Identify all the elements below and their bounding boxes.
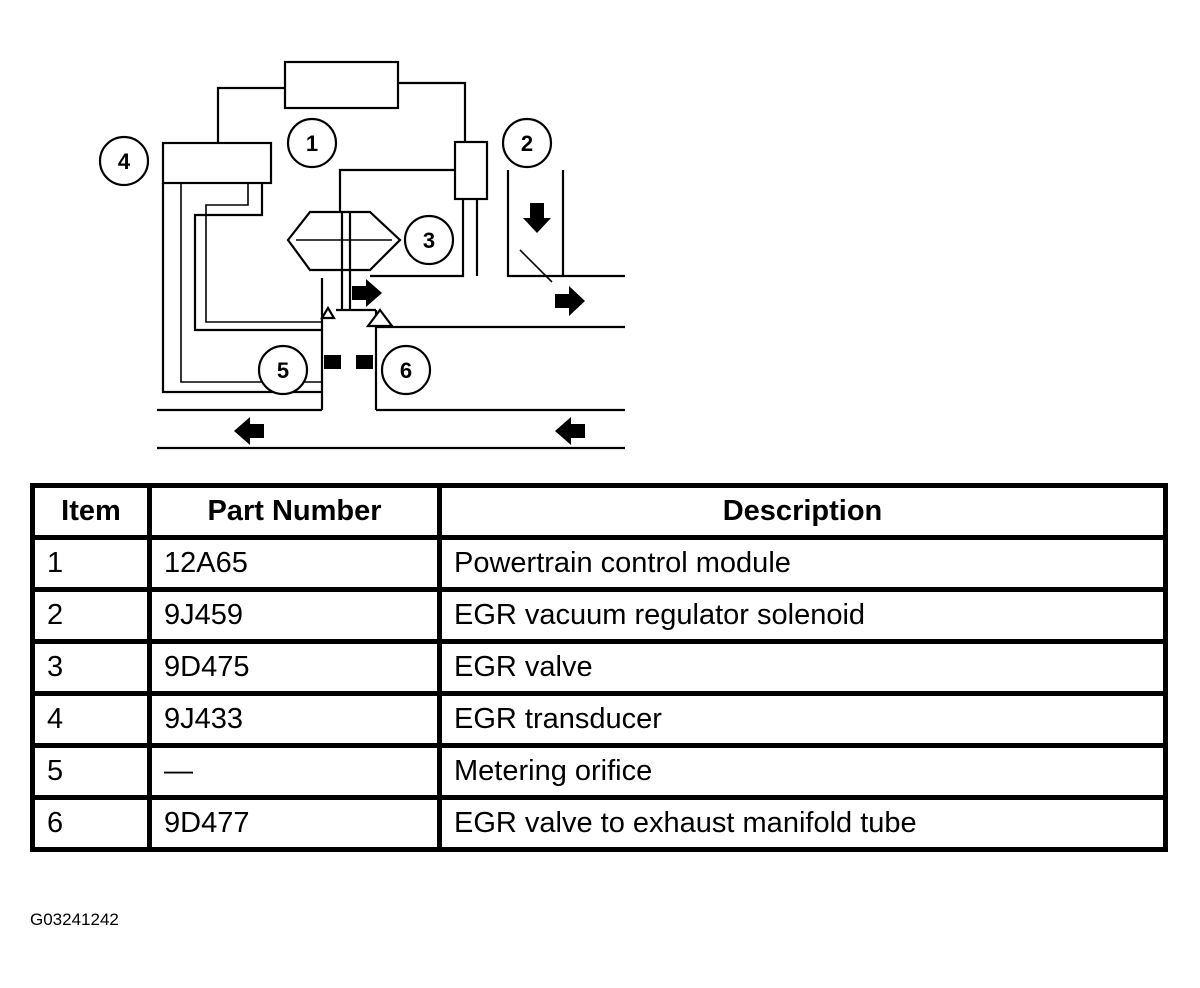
metering-orifice-left bbox=[324, 355, 341, 369]
egr-transducer bbox=[161, 141, 273, 185]
transducer-hose-outer bbox=[161, 183, 322, 394]
item-cell: 5 bbox=[30, 743, 152, 800]
figure-id: G03241242 bbox=[30, 910, 119, 929]
pcm-wire-to-solenoid bbox=[398, 81, 467, 142]
callout-2: 2 bbox=[501, 117, 553, 169]
egr-system-diagram: 1 2 3 4 5 6 bbox=[98, 60, 625, 450]
item-cell: 3 bbox=[30, 639, 152, 696]
intake-flow-arrow-right bbox=[555, 286, 585, 316]
svg-text:4: 4 bbox=[118, 149, 131, 174]
parts-table: Item Part Number Description 1 12A65 Pow… bbox=[30, 483, 1168, 852]
table-row: 5 — Metering orifice bbox=[30, 743, 1168, 800]
column-header-description: Description bbox=[437, 483, 1168, 540]
intake-duct-upper-left bbox=[506, 170, 625, 278]
callout-1: 1 bbox=[286, 117, 338, 169]
description-cell: Metering orifice bbox=[437, 743, 1168, 800]
vacuum-hose-to-valve bbox=[338, 168, 455, 212]
description-cell: EGR vacuum regulator solenoid bbox=[437, 587, 1168, 644]
table-row: 3 9D475 EGR valve bbox=[30, 639, 1168, 696]
egr-valve-diaphragm bbox=[286, 210, 402, 272]
table-row: 2 9J459 EGR vacuum regulator solenoid bbox=[30, 587, 1168, 644]
solenoid-return-line bbox=[370, 199, 465, 278]
pcm-wire-to-transducer bbox=[216, 86, 285, 143]
svg-text:1: 1 bbox=[306, 131, 318, 156]
part-number-cell: 9J433 bbox=[147, 691, 442, 748]
exhaust-flow-arrow-left-2 bbox=[555, 417, 585, 445]
table-header-row: Item Part Number Description bbox=[30, 483, 1168, 540]
callout-6: 6 bbox=[380, 344, 432, 396]
part-number-cell: 9D475 bbox=[147, 639, 442, 696]
intake-flow-arrow-down bbox=[523, 203, 551, 233]
part-number-cell: — bbox=[147, 743, 442, 800]
table-row: 4 9J433 EGR transducer bbox=[30, 691, 1168, 748]
item-cell: 6 bbox=[30, 795, 152, 852]
callout-5: 5 bbox=[257, 344, 309, 396]
callout-4: 4 bbox=[98, 135, 150, 187]
powertrain-control-module bbox=[283, 60, 400, 110]
part-number-cell: 12A65 bbox=[147, 535, 442, 592]
exhaust-flow-arrow-left bbox=[234, 417, 264, 445]
table-row: 1 12A65 Powertrain control module bbox=[30, 535, 1168, 592]
item-cell: 2 bbox=[30, 587, 152, 644]
egr-vacuum-regulator-solenoid bbox=[453, 140, 489, 201]
transducer-hose-outer-inner bbox=[180, 183, 322, 383]
svg-text:6: 6 bbox=[400, 358, 412, 383]
svg-text:5: 5 bbox=[277, 358, 289, 383]
description-cell: EGR valve to exhaust manifold tube bbox=[437, 795, 1168, 852]
part-number-cell: 9D477 bbox=[147, 795, 442, 852]
column-header-part-number: Part Number bbox=[147, 483, 442, 540]
valve-seat-marker-right bbox=[365, 308, 395, 328]
table-row: 6 9D477 EGR valve to exhaust manifold tu… bbox=[30, 795, 1168, 852]
description-cell: EGR transducer bbox=[437, 691, 1168, 748]
description-cell: Powertrain control module bbox=[437, 535, 1168, 592]
description-cell: EGR valve bbox=[437, 639, 1168, 696]
svg-text:3: 3 bbox=[423, 228, 435, 253]
item-cell: 4 bbox=[30, 691, 152, 748]
item-cell: 1 bbox=[30, 535, 152, 592]
throttle-plate bbox=[519, 249, 553, 283]
transducer-hose-upper-inner bbox=[205, 183, 322, 323]
column-header-item: Item bbox=[30, 483, 152, 540]
transducer-hose-upper bbox=[193, 183, 322, 332]
part-number-cell: 9J459 bbox=[147, 587, 442, 644]
svg-text:2: 2 bbox=[521, 131, 533, 156]
metering-orifice-right bbox=[356, 355, 373, 369]
valve-seat-marker-left bbox=[320, 305, 336, 320]
egr-flow-arrow-right bbox=[352, 279, 382, 307]
callout-3: 3 bbox=[403, 214, 455, 266]
